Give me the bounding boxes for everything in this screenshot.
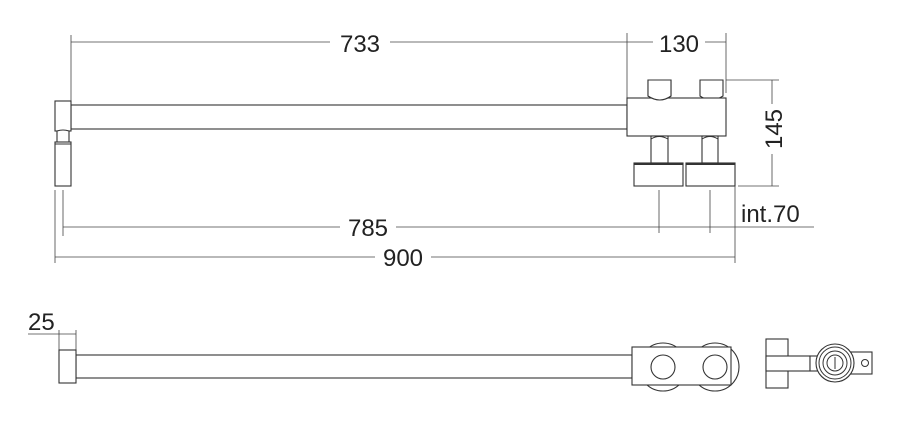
dimension-145: 145 — [726, 79, 788, 187]
dim-label-int70: int.70 — [741, 201, 800, 228]
towel-bar-front — [54, 100, 628, 187]
manifold-block-front — [626, 79, 736, 187]
side-view — [765, 338, 873, 389]
dimension-785-int70: 785 int.70 — [62, 190, 814, 242]
dim-label-733: 733 — [340, 31, 380, 58]
dimension-25: 25 — [28, 309, 77, 350]
towel-bar-top — [75, 354, 633, 379]
dim-label-145: 145 — [761, 109, 788, 149]
top-view: 25 — [28, 309, 740, 392]
front-view: 733 130 — [54, 28, 814, 272]
dim-label-25: 25 — [28, 309, 55, 336]
dim-label-785: 785 — [348, 215, 388, 242]
dimension-733: 733 — [70, 28, 627, 101]
dim-label-130: 130 — [659, 31, 699, 58]
dimension-900: 900 — [54, 186, 736, 272]
bar-end-cap — [58, 349, 77, 384]
dimension-130: 130 — [626, 28, 727, 100]
dim-label-900: 900 — [383, 245, 423, 272]
manifold-block-top — [631, 342, 740, 392]
